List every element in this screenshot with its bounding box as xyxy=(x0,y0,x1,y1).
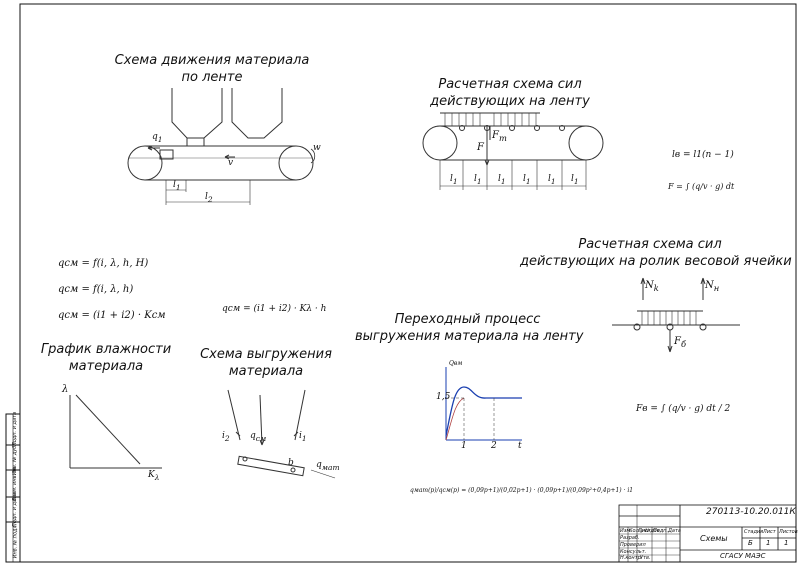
label-l1-c: l1 xyxy=(498,174,506,186)
title-humidity-line1: График влажности xyxy=(40,342,172,357)
unloading-label-i1: i1 xyxy=(299,431,307,443)
formula-7: Fв = ∫ (q/v · g) dt / 2 xyxy=(636,404,731,414)
title-unloading: Схема выгружения материала xyxy=(196,346,336,380)
title-roller-forces: Расчетная схема сил действующих на ролик… xyxy=(520,236,792,270)
title-transient-line1: Переходный процесс xyxy=(394,312,541,327)
title-block-col-stage: Стадия xyxy=(744,529,764,535)
title-belt-motion-line1: Схема движения материала xyxy=(114,53,310,68)
title-block-col-sheet: Лист xyxy=(763,529,776,535)
title-block-row-3: Консульт. xyxy=(620,549,647,555)
title-block-row-4: Н.контр. xyxy=(620,555,643,561)
title-belt-forces-line2: действующих на ленту xyxy=(430,94,590,109)
formula-2: qсм = f(i, λ, h) xyxy=(58,284,134,295)
label-w: w xyxy=(313,143,321,153)
transient-x-tick-2: 2 xyxy=(491,441,497,451)
title-block-sheet: 1 xyxy=(766,539,771,547)
margin-label-4: Подп. и дата xyxy=(12,492,19,528)
formula-8: qмат(p)/qсм(p) = (0,09p+1)/(0,02p+1) · (… xyxy=(410,487,634,494)
title-belt-forces: Расчетная схема сил действующих на ленту xyxy=(410,76,610,110)
sheet-frame xyxy=(5,3,797,563)
title-block-sheets: 1 xyxy=(784,539,789,547)
label-force-Ft: Fт xyxy=(492,130,507,143)
title-roller-forces-line2: действующих на ролик весовой ячейки xyxy=(520,254,792,269)
title-block-org: СГАСУ МАЭС xyxy=(720,552,766,560)
transient-x-tick-1: 1 xyxy=(461,441,467,451)
title-transient-line2: выгружения материала на ленту xyxy=(355,329,584,344)
title-block-frame xyxy=(618,504,797,563)
belt-forces-diagram xyxy=(422,112,604,190)
label-l1-f: l1 xyxy=(571,174,579,186)
label-v: v xyxy=(228,158,234,168)
title-belt-motion: Схема движения материала по ленте xyxy=(112,52,312,86)
title-block-row-2: Проверил xyxy=(620,542,646,548)
formula-4: qсм = (i1 + i2) · Kλ · h xyxy=(222,304,327,314)
label-force-F: F xyxy=(477,142,484,153)
title-humidity: График влажности материала xyxy=(36,341,176,375)
label-l1-motion: l1 xyxy=(173,180,181,192)
title-block-row-5: Утв. xyxy=(640,555,651,561)
title-block-row-1: Разраб. xyxy=(620,535,640,541)
margin-label-5: Инв. № подл. xyxy=(12,523,19,559)
label-Fb: Fб xyxy=(674,336,687,349)
transient-x-axis: t xyxy=(518,441,522,451)
formula-6: F = ∫ (q/v · g) dt xyxy=(668,182,735,191)
title-block-stage: Б xyxy=(748,539,753,547)
humidity-graph xyxy=(69,394,162,469)
label-l1-d: l1 xyxy=(523,174,531,186)
title-unloading-line1: Схема выгружения xyxy=(200,347,332,362)
roller-forces-diagram xyxy=(612,277,740,353)
label-l1-a: l1 xyxy=(450,174,458,186)
title-block-header-5: Подп. xyxy=(653,528,669,534)
title-block-doc-number: 270113-10.20.011К xyxy=(706,507,796,517)
title-block-header-1: Изм. xyxy=(620,528,632,534)
belt-motion-diagram xyxy=(127,88,316,205)
title-block-header-3: Лист xyxy=(638,528,651,534)
unloading-label-qmat: qмат xyxy=(316,460,340,472)
transient-y-tick: 1,5 xyxy=(436,392,451,402)
label-q1: q1 xyxy=(152,132,163,144)
label-Nh: Nн xyxy=(705,280,720,293)
label-l1-b: l1 xyxy=(474,174,482,186)
title-roller-forces-line1: Расчетная схема сил xyxy=(578,237,722,252)
label-l1-e: l1 xyxy=(548,174,556,186)
unloading-label-i2: i2 xyxy=(222,431,230,443)
title-block-sheet-name: Схемы xyxy=(700,534,728,543)
unloading-diagram xyxy=(227,389,336,479)
title-belt-forces-line1: Расчетная схема сил xyxy=(438,77,582,92)
title-transient: Переходный процесс выгружения материала … xyxy=(355,311,584,345)
title-block-header-2: Кол.уч xyxy=(629,528,647,534)
title-unloading-line2: материала xyxy=(228,364,304,379)
transient-y-axis: Qвм xyxy=(449,360,463,367)
unloading-label-b: b xyxy=(288,458,294,468)
humidity-y-axis: λ xyxy=(62,384,69,395)
formula-5: lв = l1(n − 1) xyxy=(672,150,734,160)
formula-3: qсм = (i1 + i2) · Kсм xyxy=(58,310,166,321)
title-block-header-4: №док xyxy=(645,528,660,534)
transient-graph xyxy=(445,367,522,441)
title-block-col-sheets: Листов xyxy=(779,529,798,535)
title-humidity-line2: материала xyxy=(68,359,144,374)
label-Nk: Nk xyxy=(645,280,659,293)
humidity-x-axis: Kλ xyxy=(148,470,160,482)
formula-1: qсм = f(i, λ, h, H) xyxy=(58,258,149,269)
unloading-label-qsm: qсм xyxy=(250,431,267,443)
title-belt-motion-line2: по ленте xyxy=(181,70,243,85)
title-block-header-6: Дата xyxy=(668,528,681,534)
label-l2-motion: l2 xyxy=(205,192,213,204)
